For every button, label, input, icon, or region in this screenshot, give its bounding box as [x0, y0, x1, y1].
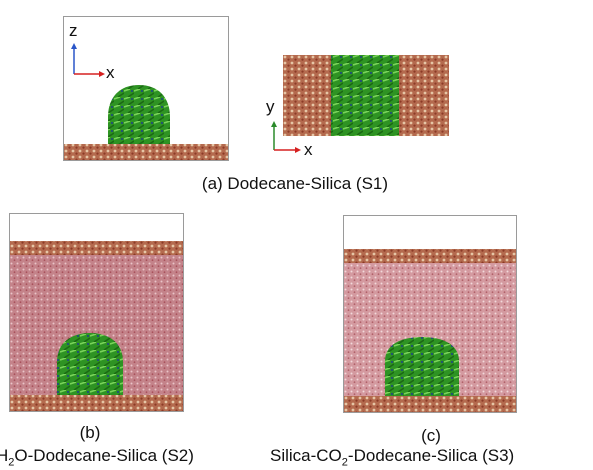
dodecane-band	[331, 55, 399, 136]
y-axis-arrowhead	[271, 121, 277, 127]
s2-view	[9, 213, 184, 412]
x-axis-arrowhead-top	[295, 147, 301, 153]
caption-b-label: (b)	[79, 423, 101, 442]
caption-b-sub: 2	[8, 456, 15, 469]
dodecane-droplet-s3	[385, 337, 459, 396]
caption-b-title: H2O-Dodecane-Silica (S2)	[0, 446, 246, 468]
s3-scene	[344, 249, 516, 412]
silica-top-slab-s3	[344, 249, 516, 263]
s1-top-view	[283, 55, 449, 136]
caption-b-post: O-Dodecane-Silica (S2)	[14, 446, 194, 465]
caption-c-label: (c)	[421, 426, 441, 445]
y-axis-label: y	[266, 97, 275, 116]
dodecane-droplet	[108, 85, 170, 144]
dodecane-droplet-s2	[57, 333, 123, 395]
x-axis-label-top: x	[304, 140, 313, 159]
s1-side-view	[63, 16, 229, 161]
silica-top-slab	[10, 241, 183, 255]
x-axis-label: x	[106, 63, 115, 82]
caption-a: (a) Dodecane-Silica (S1)	[201, 174, 389, 193]
x-axis-arrowhead	[99, 71, 105, 77]
s1-top-view-scene	[283, 55, 449, 136]
caption-c-title: Silica-CO2-Dodecane-Silica (S3)	[270, 446, 592, 468]
xy-axes	[271, 121, 301, 153]
xz-axes	[71, 43, 105, 77]
s2-scene	[10, 241, 183, 411]
s3-view	[343, 215, 517, 413]
z-axis-arrowhead	[71, 43, 77, 49]
caption-b-pre: H	[0, 446, 9, 465]
z-axis-label: z	[69, 21, 78, 40]
silica-bottom-slab-s3	[344, 396, 516, 412]
caption-c-pre: Silica-CO	[270, 446, 342, 465]
s1-side-view-scene	[64, 85, 228, 160]
silica-bottom-slab	[10, 395, 183, 411]
caption-c-sub: 2	[341, 456, 348, 469]
silica-slab	[64, 144, 228, 160]
caption-c-post: -Dodecane-Silica (S3)	[347, 446, 515, 465]
